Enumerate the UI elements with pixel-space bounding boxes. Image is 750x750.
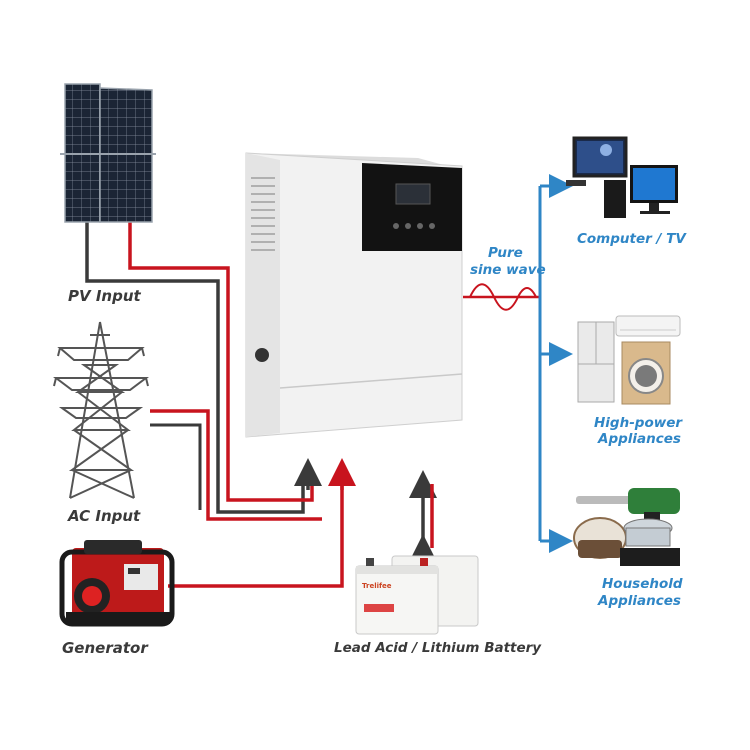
ac-wire-red [150,409,322,521]
label-household-1: Household [602,576,683,592]
label-high-power-2: Appliances [598,431,681,447]
generator-wire-red [168,474,344,588]
label-high-power-1: High-power [594,415,683,431]
label-pure: Pure [488,245,523,261]
label-computer-tv: Computer / TV [577,231,686,247]
label-battery: Lead Acid / Lithium Battery [334,640,542,656]
label-ac-input: AC Input [68,507,141,525]
ac-wire-dark [150,423,202,510]
drill [576,496,636,504]
pv-wire-dark [85,222,305,514]
label-household-2: Appliances [598,593,681,609]
inverter-control-panel [362,163,462,251]
label-pv-input: PV Input [68,287,141,305]
pv-wire-red [128,222,314,502]
label-generator: Generator [62,639,148,657]
sine-wave [469,283,537,311]
battery-brand-label: Trelifee [362,582,392,590]
induction-cooker [620,548,680,566]
lcd-screen [395,183,431,205]
air-conditioner [615,315,681,337]
power-switch [255,348,269,362]
label-sine-wave: sine wave [470,262,546,278]
